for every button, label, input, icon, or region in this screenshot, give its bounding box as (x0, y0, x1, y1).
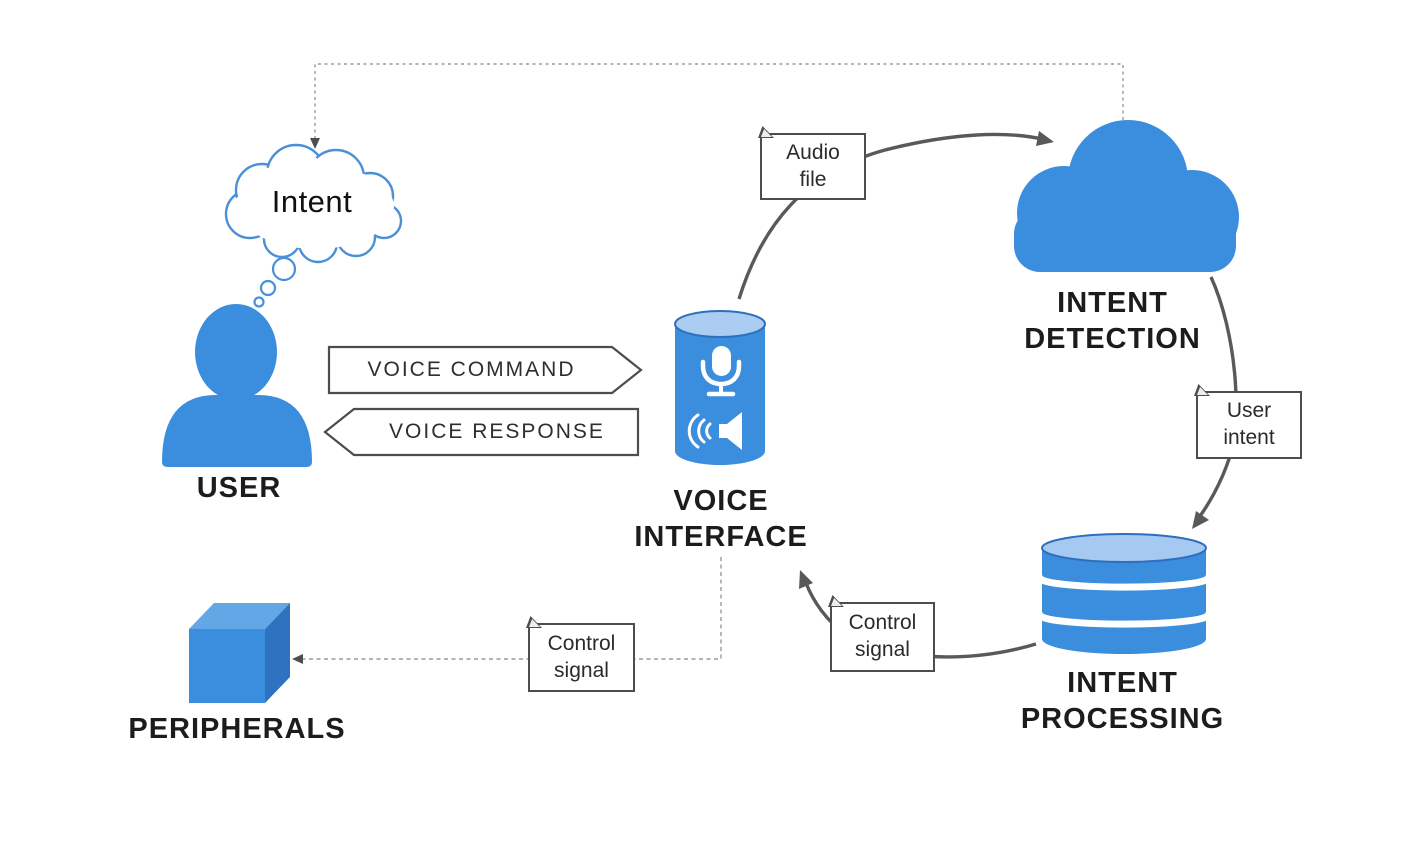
voice-command-banner-label: VOICE COMMAND (367, 358, 576, 381)
microphone-icon (700, 346, 742, 397)
down-left-arrowhead-icon (1192, 511, 1209, 529)
intent-processing-label: INTENT PROCESSING (1020, 667, 1225, 735)
intent-detection-label: INTENT DETECTION (1024, 287, 1201, 355)
peripherals-label: PERIPHERALS (128, 713, 346, 745)
left-arrowhead-icon (292, 654, 303, 664)
user-intent-note: User intent (1196, 391, 1302, 459)
voice-response-banner-shape (323, 407, 640, 457)
user-person-icon (162, 304, 312, 467)
control-signal-note-to-peripherals: Control signal (528, 623, 635, 692)
voice-response-banner-label: VOICE RESPONSE (389, 420, 605, 443)
peripherals-cube-icon (189, 603, 290, 703)
control-dashed-path (292, 557, 722, 664)
intent-processing-database-icon (1036, 533, 1212, 654)
user-label: USER (196, 472, 282, 504)
up-left-arrowhead-icon (799, 570, 813, 589)
voice-interface-label: VOICE INTERFACE (634, 485, 808, 553)
audio-file-arrow (737, 131, 1054, 300)
thought-bubbles-icon (253, 256, 297, 308)
thought-cloud-icon (224, 143, 403, 264)
intent-detection-cloud-icon (1014, 120, 1239, 272)
speaker-icon (687, 412, 742, 450)
down-arrowhead-icon (310, 138, 320, 149)
thought-bubble-text: Intent (271, 184, 353, 219)
voice-interface-cylinder (674, 310, 766, 465)
intent-feedback-dashed-path (310, 63, 1124, 149)
audio-file-note: Audio file (760, 133, 866, 200)
right-arrowhead-icon (1036, 131, 1054, 146)
voice-command-banner-shape (327, 345, 643, 395)
control-signal-note-to-interface: Control signal (830, 602, 935, 672)
